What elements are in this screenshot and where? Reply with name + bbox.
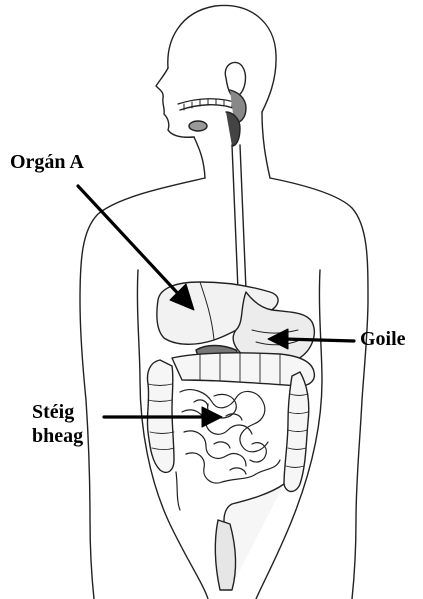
label-organ-a: Orgán A — [10, 150, 84, 174]
arrow-goile — [284, 339, 354, 341]
label-steig-bheag: Stéig bheag — [32, 400, 83, 448]
arrowhead-steig-bheag — [202, 407, 222, 427]
large-intestine — [147, 353, 314, 590]
label-goile: Goile — [360, 327, 406, 351]
arrow-organ-a — [78, 186, 184, 300]
esophagus — [232, 145, 246, 290]
label-steig-line1: Stéig — [32, 400, 83, 424]
label-steig-line2: bheag — [32, 424, 83, 448]
small-intestine — [176, 390, 280, 510]
